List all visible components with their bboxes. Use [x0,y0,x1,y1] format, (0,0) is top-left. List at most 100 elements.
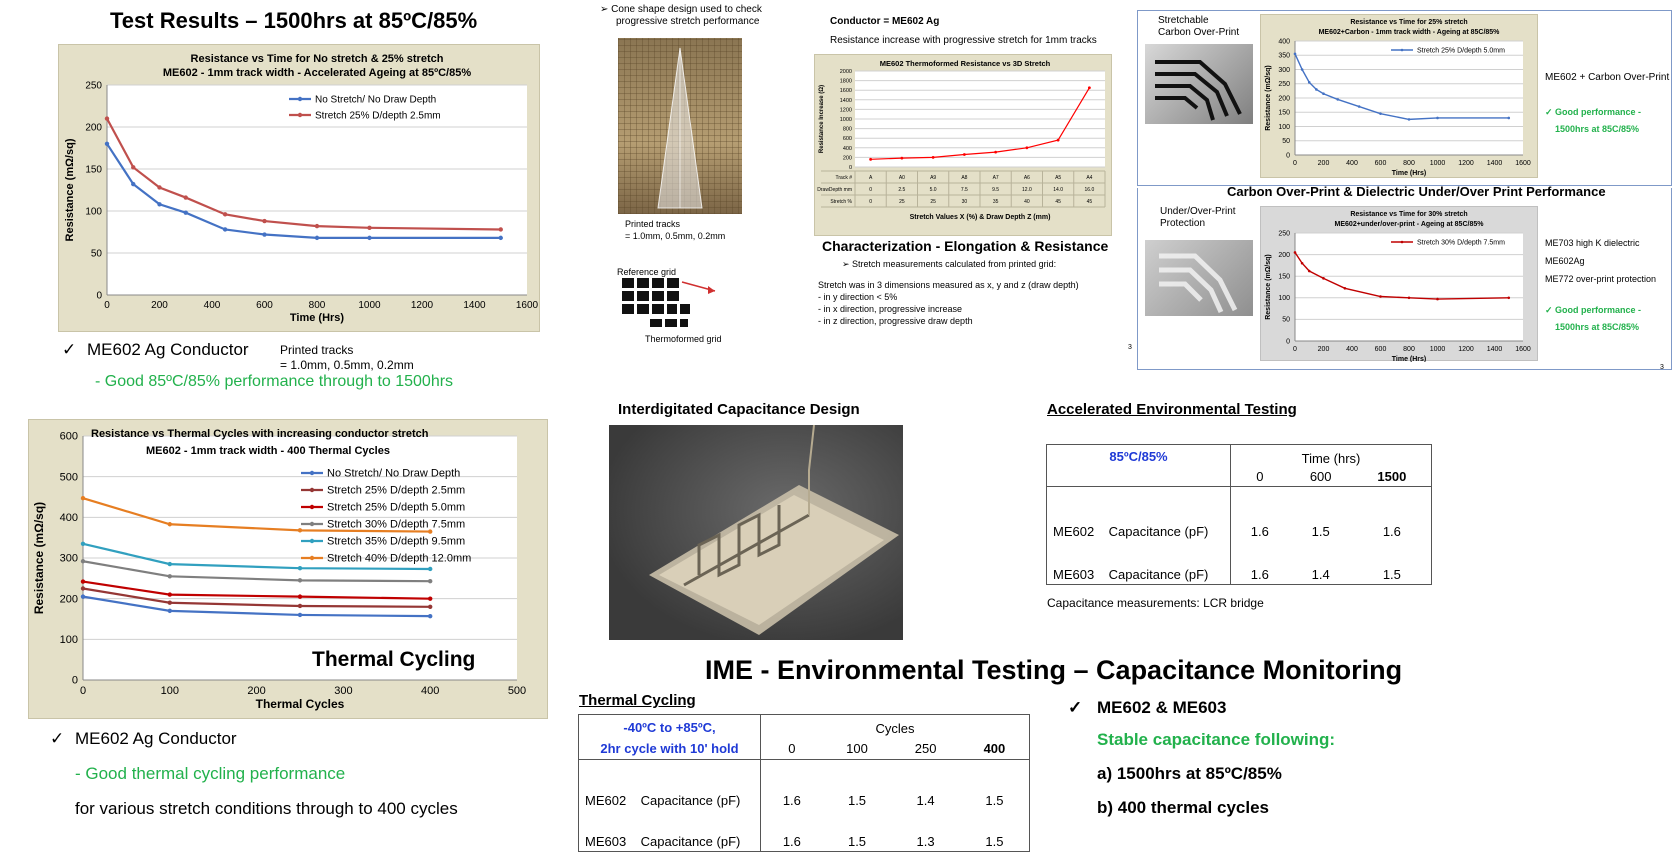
data-point [80,541,86,546]
y-tick-label: 200 [85,122,102,133]
carbon-photo [1145,44,1253,124]
y-tick-label: 800 [843,127,852,133]
y-tick-label: 100 [60,634,78,646]
y-tick-label: 200 [843,155,852,161]
data-point [167,608,172,614]
legend-marker [297,112,303,118]
table-row-label: DrawDepth mm [817,187,852,193]
good2-line2: 1500hrs at 85C/85% [1555,322,1640,332]
thermal-row-me602-label: ME602 Capacitance (pF) [578,759,761,812]
y-tick-label: 150 [85,164,102,175]
y-tick-label: 0 [72,675,78,687]
chart2-panel: Resistance vs Thermal Cycles with increa… [28,419,548,719]
x-axis-label: Time (Hrs) [1392,170,1427,177]
x-tick-label: 200 [1318,346,1330,353]
legend-label: Stretch 25% D/depth 2.5mm [315,110,441,121]
summary-mark: ✓ [1068,698,1083,717]
series-line [82,580,431,600]
y-tick-label: 2000 [840,69,852,75]
under-label-line1: Under/Over-Print [1160,206,1236,217]
accel-col-1: 600 [1309,469,1332,485]
data-point [1436,116,1439,120]
accel-condition-cell: 85ºC/85% [1046,444,1231,487]
table-cell: 7.5 [961,187,968,193]
data-point [222,212,228,217]
cone-note-line1: ➢ Cone shape design used to check [600,4,762,15]
accel-condition: 85ºC/85% [1109,449,1168,464]
accel-row-me602: ME602 Capacitance (pF) 1.6 1.5 1.6 [1046,486,1432,545]
legend-marker [297,96,303,102]
y-tick-label: 300 [60,553,78,565]
thermal-col-2: 250 [914,741,937,757]
data-point [104,141,110,146]
data-point [297,528,303,533]
data-point [962,153,966,156]
chart5-svg: Resistance vs Time for 30% stretchME602+… [1265,211,1531,362]
y-tick-label: 250 [85,80,102,91]
table-row-label: Track # [836,175,853,181]
y-tick-label: 200 [60,593,78,605]
data-point [428,566,433,572]
data-point [262,232,267,237]
mid-page-num: 3 [1128,344,1132,351]
accel-time-cell: Time (hrs) [1231,445,1432,468]
thermal-col-3: 400 [983,741,1006,757]
chart-title: Resistance vs Time for No stretch & 25% … [191,53,444,65]
x-tick-label: 1000 [1430,346,1446,353]
accel-row-me602-v1: 1.5 [1311,523,1330,539]
thermal-cycles-cell: Cycles [761,715,1030,739]
thermal-cycles-label: Cycles [875,720,915,736]
x-tick-label: 1200 [1458,160,1474,167]
data-point [1056,138,1060,142]
table-cell: 0 [869,199,872,205]
x-tick-label: 1000 [1430,160,1446,167]
thermal-row-me603-v3: 1.5 [985,834,1004,849]
y-axis-label: Resistance (mΩ/sq) [64,138,76,241]
x-tick-label: 500 [508,685,526,697]
chart2-subtitle: ME602 - 1mm track width - 400 Thermal Cy… [146,445,390,457]
series-line [82,587,431,608]
y-tick-label: 1000 [840,117,852,123]
x-tick-label: 800 [1403,346,1415,353]
grid-diagram [622,278,716,327]
accel-row-me603-label: ME603 Capacitance (pF) [1046,544,1231,585]
accel-header-row: 85ºC/85% Time (hrs) [1046,444,1432,487]
legend-label: Stretch 25% D/depth 5.0mm [327,502,465,514]
x-tick-label: 1600 [1515,160,1531,167]
data-point [994,150,998,154]
main-title: Test Results – 1500hrs at 85ºC/85% [110,8,478,33]
idc-photo [609,425,903,640]
y-tick-label: 600 [843,136,852,142]
x-tick-label: 800 [309,300,326,311]
accel-col-0: 0 [1256,469,1264,485]
y-tick-label: 0 [96,290,102,301]
y-tick-label: 50 [1282,317,1290,324]
data-point [1407,296,1411,300]
data-point [1293,251,1297,254]
char-line-2: - in y direction < 5% [818,292,898,302]
data-point [428,613,433,619]
data-point [900,156,904,160]
left-printed-tracks: Printed tracks = 1.0mm, 0.5mm, 0.2mm [280,343,414,373]
data-point [1507,116,1511,120]
legend-label: No Stretch/ No Draw Depth [315,94,436,105]
x-tick-label: 600 [1375,160,1387,167]
data-point [367,225,372,230]
data-point [1322,277,1325,280]
summary: ✓ ME602 & ME603 Stable capacitance follo… [1068,698,1335,818]
x-tick-label: 1400 [1487,346,1503,353]
data-point [314,235,320,241]
table-cell: 35 [993,199,999,205]
data-point [1436,297,1439,301]
legend-marker [309,555,315,561]
chart4-svg: Resistance vs Time for 25% stretchME602+… [1265,19,1531,177]
good1-line1: ✓ Good performance - [1545,107,1642,117]
plot-area [107,85,527,295]
data-point [131,165,136,170]
data-point [167,592,172,597]
data-point [183,210,188,215]
summary-a: a) 1500hrs at 85ºC/85% [1097,764,1282,783]
table-cell: 45 [1087,199,1093,205]
stretch-carbon-line2: Carbon Over-Print [1158,27,1240,38]
